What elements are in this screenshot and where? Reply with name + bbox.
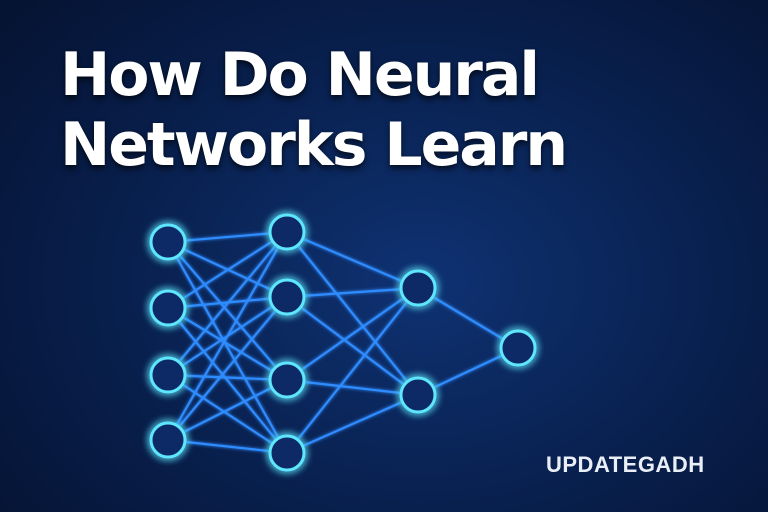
- edge-l0-3-0: [167, 231, 288, 441]
- brand-watermark: UPDATEGADH: [546, 452, 705, 477]
- edge-l0-0-0: [167, 230, 288, 244]
- title-line-2: Networks Learn: [60, 110, 568, 180]
- edge-l1-1-0: [286, 286, 419, 299]
- node-layer1-0: [268, 213, 306, 251]
- network-edges: [167, 230, 519, 455]
- edge-l1-3-1: [286, 393, 419, 455]
- edge-l0-2-3: [167, 374, 288, 454]
- node-layer1-1: [268, 278, 306, 316]
- edge-l1-1-1: [286, 296, 419, 396]
- node-layer1-3: [268, 434, 306, 472]
- edge-l2-0-0: [417, 287, 519, 349]
- title-line-1: How Do Neural: [60, 40, 540, 110]
- edge-l0-1-2: [167, 307, 288, 381]
- edge-l0-2-2: [167, 373, 288, 382]
- node-layer0-1: [149, 289, 187, 327]
- edge-l0-1-3: [167, 307, 288, 454]
- edge-l1-0-1: [286, 231, 419, 396]
- node-layer0-3: [149, 421, 187, 459]
- node-layer2-1: [399, 376, 437, 414]
- node-layer1-2: [268, 361, 306, 399]
- node-layer2-0: [399, 269, 437, 307]
- node-layer0-0: [149, 223, 187, 261]
- edge-l0-2-0: [167, 231, 288, 376]
- edge-l0-1-0: [167, 231, 288, 309]
- node-layer3-0: [499, 329, 537, 367]
- edge-l0-3-1: [167, 296, 288, 441]
- network-nodes: [149, 213, 537, 472]
- page-title: How Do Neural Networks Learn: [60, 40, 620, 180]
- edge-l1-2-1: [286, 378, 419, 397]
- edge-l0-0-2: [167, 241, 288, 381]
- edge-l1-2-0: [286, 287, 419, 381]
- edge-l1-3-0: [286, 287, 419, 454]
- edge-l0-3-3: [167, 438, 288, 455]
- edge-l0-3-2: [167, 379, 288, 441]
- edge-l0-0-3: [167, 241, 288, 454]
- edge-l1-0-0: [286, 230, 419, 290]
- node-layer0-2: [149, 356, 187, 394]
